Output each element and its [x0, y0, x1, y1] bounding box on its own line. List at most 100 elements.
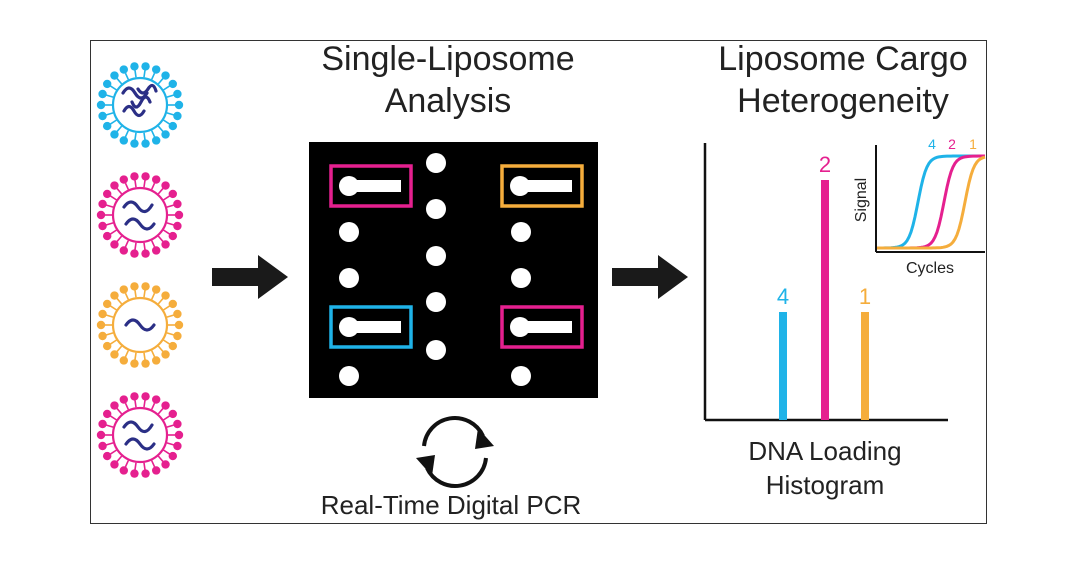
lipid-head: [102, 451, 112, 461]
lipid-head: [173, 309, 182, 319]
amplification-curve: [877, 154, 985, 250]
lipid-tail: [116, 78, 123, 85]
curve-label: 2: [948, 136, 956, 152]
lipid-tail: [134, 352, 137, 360]
lipid-tail: [143, 180, 146, 188]
lipid-head: [173, 331, 182, 341]
lipid-tail: [163, 415, 170, 421]
lipid-head: [174, 320, 184, 330]
lipid-head: [110, 240, 119, 249]
well-highlight: [329, 164, 413, 208]
lipid-head: [174, 100, 184, 110]
lipid-tail: [143, 70, 146, 78]
positive-well-box: [329, 164, 413, 208]
lipid-tail: [110, 119, 117, 125]
lipid-tail: [106, 204, 114, 208]
lipid-tail: [116, 345, 123, 352]
lipid-tail: [163, 305, 170, 311]
digital-pcr-chip: [309, 142, 598, 398]
chip-well: [426, 199, 446, 219]
lipid-tail: [124, 72, 130, 80]
lipid-head: [141, 249, 150, 258]
lipid-tail: [106, 94, 114, 98]
amplification-curve: [877, 154, 985, 250]
lipid-head: [168, 231, 178, 241]
chip-well: [426, 340, 446, 360]
lipid-head: [152, 65, 161, 74]
lipid-tail: [106, 442, 114, 446]
lipid-head: [130, 172, 139, 181]
lipid-head: [110, 291, 119, 300]
lipid-tail: [163, 229, 170, 235]
lipid-head: [119, 65, 128, 74]
lipid-tail: [166, 332, 174, 336]
chip-well: [426, 292, 446, 312]
right-title-line1: Liposome Cargo: [718, 40, 967, 78]
lipid-head: [174, 210, 184, 220]
lipid-tail: [166, 222, 174, 226]
lipid-tail: [110, 415, 117, 421]
positive-well-box: [500, 305, 584, 349]
lipid-head: [152, 136, 161, 145]
liposome: [96, 172, 184, 258]
lipid-head: [141, 359, 150, 368]
arrow-to-histogram: [612, 255, 688, 299]
amplification-curve: [877, 155, 986, 250]
liposome-membrane: [111, 186, 169, 244]
lipid-head: [168, 451, 178, 461]
histogram-bar: [821, 180, 829, 420]
lipid-head: [174, 430, 184, 440]
histogram-bar-label: 4: [777, 284, 789, 309]
inset-x-label: Cycles: [906, 260, 954, 277]
lipid-head: [173, 111, 182, 121]
lipid-head: [168, 121, 178, 131]
lipid-head: [168, 189, 178, 199]
lipid-head: [110, 130, 119, 139]
center-title-line2: Analysis: [385, 82, 512, 120]
lipid-head: [119, 136, 128, 145]
lipid-tail: [134, 290, 137, 298]
lipid-head: [152, 395, 161, 404]
lipid-tail: [124, 130, 130, 138]
lipid-head: [130, 392, 139, 401]
chip-well: [511, 268, 531, 288]
lipid-tail: [106, 332, 114, 336]
lipid-head: [173, 419, 182, 429]
dna-strand: [124, 437, 156, 451]
lipid-tail: [157, 298, 164, 305]
lipid-head: [141, 469, 150, 478]
lipid-tail: [143, 352, 146, 360]
chip-well: [426, 246, 446, 266]
lipid-head: [110, 401, 119, 410]
lipid-tail: [110, 195, 117, 201]
lipid-head: [152, 466, 161, 475]
lipid-head: [173, 89, 182, 99]
dna-strand: [122, 104, 146, 118]
well-channel: [520, 321, 572, 333]
lipid-head: [96, 320, 106, 330]
chip-well: [339, 222, 359, 242]
lipid-head: [168, 79, 178, 89]
lipid-tail: [124, 402, 130, 410]
dna-strand: [136, 83, 158, 95]
lipid-head: [102, 299, 112, 309]
lipid-tail: [157, 125, 164, 132]
lipid-tail: [157, 78, 164, 85]
lipid-tail: [163, 339, 170, 345]
arrow-to-chip: [212, 255, 288, 299]
lipid-tail: [106, 112, 114, 116]
lipid-tail: [157, 235, 164, 242]
lipid-tail: [143, 400, 146, 408]
lipid-tail: [124, 460, 130, 468]
lipid-tail: [163, 195, 170, 201]
lipid-tail: [157, 455, 164, 462]
lipid-tail: [150, 240, 156, 248]
lipid-tail: [134, 400, 137, 408]
well-highlight: [500, 305, 584, 349]
lipid-tail: [124, 350, 130, 358]
lipid-head: [102, 231, 112, 241]
liposome: [96, 392, 184, 478]
lipid-head: [119, 395, 128, 404]
lipid-tail: [116, 408, 123, 415]
